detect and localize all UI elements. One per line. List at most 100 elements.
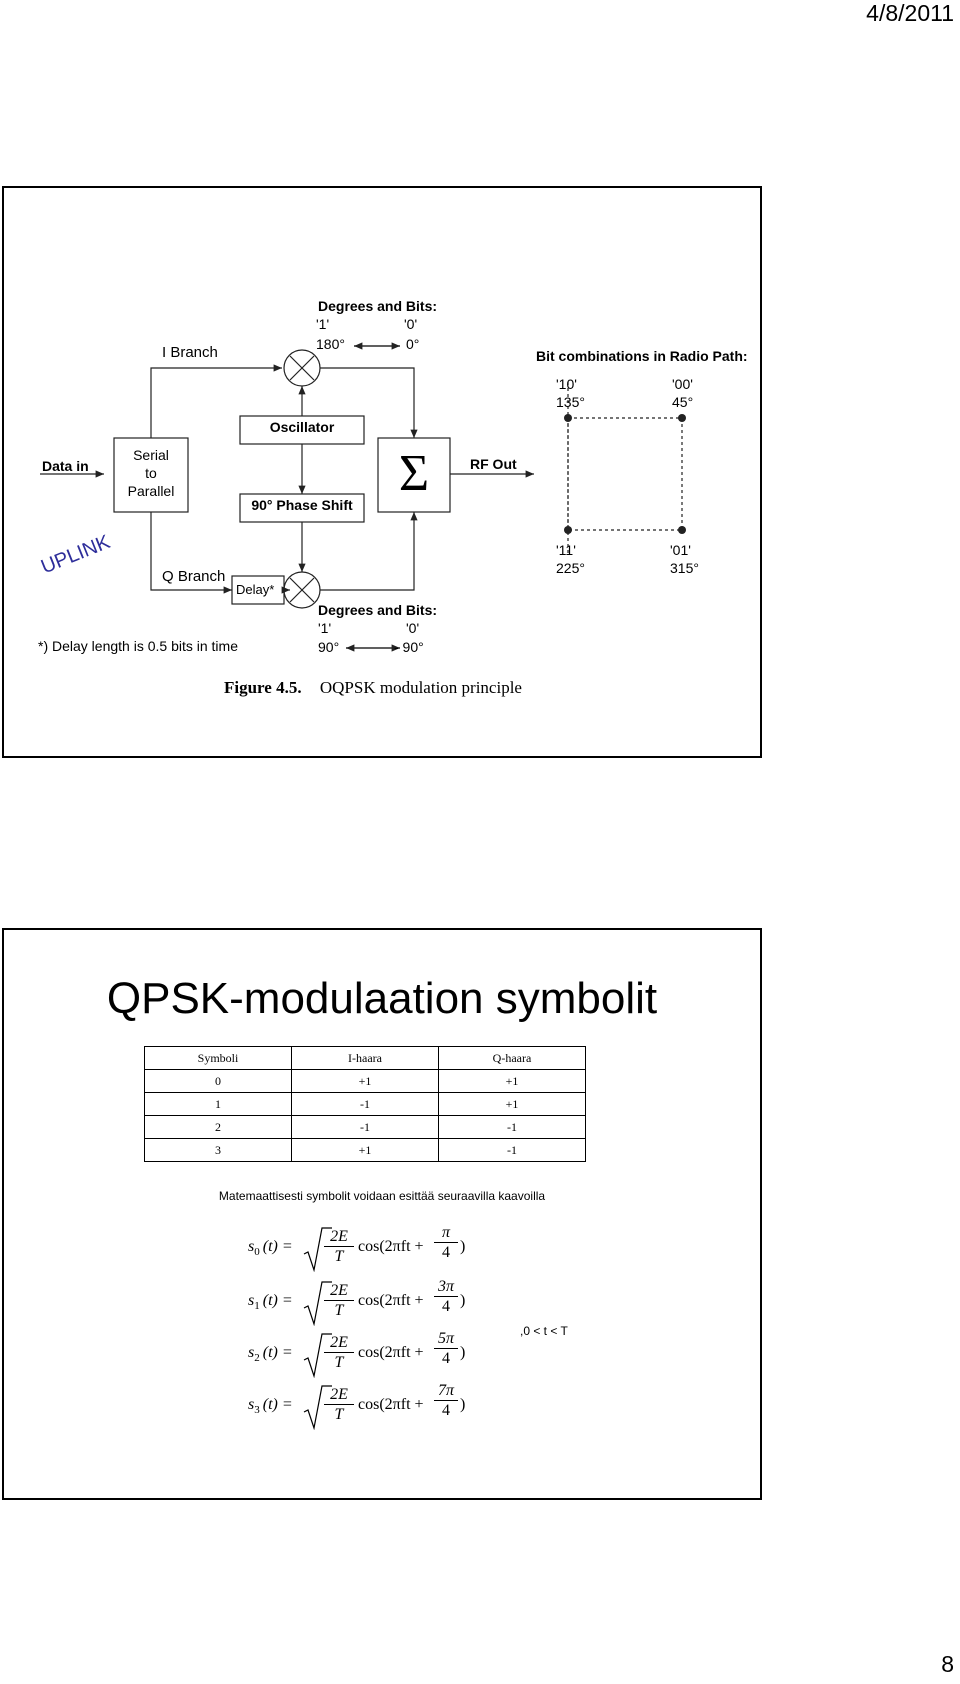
bottom-deg-minus90: - 90° (394, 639, 424, 655)
frac-denominator: T (334, 1248, 344, 1265)
c00-bits: '00' (672, 376, 693, 392)
table-row: 0 +1 +1 (144, 1069, 586, 1093)
phase-denominator: 4 (442, 1402, 450, 1419)
constellation-square (567, 417, 683, 531)
bottom-to-sum-line (320, 512, 418, 591)
phase-numerator: 7π (434, 1382, 458, 1401)
sqrt-sign (303, 1281, 332, 1326)
eq-subscript: 3 (254, 1404, 260, 1417)
eq-cos: cos(2πft + (358, 1396, 424, 1413)
symbol-table: Symboli I-haara Q-haara 0 +1 +1 1 -1 +1 … (144, 1046, 586, 1162)
delay-footnote: *) Delay length is 0.5 bits in time (38, 638, 238, 654)
sqrt-sign (303, 1385, 332, 1430)
c01-deg: 315° (670, 560, 699, 576)
time-range: ,0 < t < T (520, 1324, 568, 1338)
data-in-label: Data in (42, 458, 89, 474)
c10-bits: '10' (556, 376, 577, 392)
table-cell: +1 (438, 1092, 586, 1116)
degrees-bits-bottom-label: Degrees and Bits: (318, 602, 438, 618)
top-to-sum-line (320, 367, 418, 438)
eq-symbol: s (248, 1238, 255, 1255)
oscillator-label: Oscillator (269, 419, 335, 435)
table-row: 1 -1 +1 (144, 1092, 586, 1116)
table-row: 2 -1 -1 (144, 1115, 586, 1139)
sqrt-sign (303, 1333, 332, 1378)
c01-bits: '01' (670, 542, 691, 558)
slide-qpsk-symbols: QPSK-modulaation symbolit Symboli I-haar… (2, 928, 762, 1500)
phase-numerator: 5π (434, 1330, 458, 1349)
slide-title: QPSK-modulaation symbolit (106, 974, 658, 1023)
table-header-row: Symboli I-haara Q-haara (144, 1046, 586, 1070)
phase-denominator: 4 (442, 1350, 450, 1367)
serial-line-2: to (145, 465, 157, 481)
frac-numerator: 2E (324, 1386, 354, 1405)
c10-deg: 135° (556, 394, 585, 410)
oqpsk-block-diagram (40, 342, 686, 652)
phase-denominator: 4 (442, 1298, 450, 1315)
page-number: 8 (941, 1651, 954, 1677)
q-branch-label: Q Branch (162, 568, 226, 585)
c11-deg: 225° (556, 560, 585, 576)
sigma-symbol: Σ (398, 445, 430, 502)
eq-cos: cos(2πft + (358, 1292, 424, 1309)
top-deg-180: 180° (316, 336, 345, 352)
table-cell: 1 (144, 1092, 292, 1116)
table-row: 3 +1 -1 (144, 1138, 586, 1162)
top-deg-0: 0° (406, 336, 420, 352)
c00-deg: 45° (672, 394, 694, 410)
eq-lhs: (t) = (262, 1396, 293, 1413)
degrees-bits-top-label: Degrees and Bits: (318, 298, 438, 314)
eq-cos: cos(2πft + (358, 1344, 424, 1361)
table-cell: 3 (144, 1138, 292, 1162)
frac-denominator: T (334, 1354, 344, 1371)
slide-oqpsk-diagram: Degrees and Bits: '1' '0' 180° 0° I Bran… (2, 186, 762, 758)
table-header: Q-haara (438, 1046, 586, 1070)
serial-parallel-label: Serial to Parallel (114, 446, 188, 500)
q-branch-line (150, 512, 232, 594)
eq-subscript: 0 (254, 1246, 260, 1259)
frac-numerator: 2E (324, 1334, 354, 1353)
table-cell: -1 (438, 1115, 586, 1139)
point-01 (678, 526, 686, 534)
date-header: 4/8/2011 (866, 0, 954, 26)
rf-out-label: RF Out (470, 456, 517, 472)
table-cell: +1 (291, 1138, 439, 1162)
table-header: Symboli (144, 1046, 292, 1070)
phase-numerator: 3π (434, 1278, 458, 1297)
phase-shift-label: 90° Phase Shift (251, 497, 353, 513)
formula-caption: Matemaattisesti symbolit voidaan esittää… (218, 1189, 546, 1203)
figure-label: Figure 4.5. (224, 678, 302, 697)
eq-symbol: s (248, 1292, 255, 1309)
eq-close: ) (460, 1396, 466, 1413)
point-10 (564, 414, 572, 422)
serial-line-1: Serial (133, 447, 169, 463)
table-cell: -1 (438, 1138, 586, 1162)
summation-box (377, 437, 451, 513)
bottom-bit-1: '1' (318, 620, 332, 636)
table-cell: +1 (438, 1069, 586, 1093)
table-cell: 2 (144, 1115, 292, 1139)
point-11 (564, 526, 572, 534)
eq-cos: cos(2πft + (358, 1238, 424, 1255)
bit-combinations-title: Bit combinations in Radio Path: (536, 348, 748, 364)
frac-numerator: 2E (324, 1228, 354, 1247)
figure-caption-text: OQPSK modulation principle (319, 678, 522, 697)
eq-subscript: 2 (254, 1352, 260, 1365)
i-branch-label: I Branch (162, 344, 218, 361)
i-branch-line (150, 364, 282, 438)
eq-lhs: (t) = (262, 1292, 293, 1309)
bottom-deg-90: 90° (318, 639, 340, 655)
eq-close: ) (460, 1292, 466, 1309)
delay-label: Delay* (236, 582, 275, 597)
c11-bits: '11' (556, 542, 576, 558)
sqrt-sign (303, 1227, 332, 1272)
eq-symbol: s (248, 1344, 255, 1361)
figure-caption: Figure 4.5. OQPSK modulation principle (224, 678, 522, 698)
table-cell: +1 (291, 1069, 439, 1093)
top-bit-0: '0' (404, 316, 418, 332)
bottom-bit-0: '0' (406, 620, 420, 636)
phase-numerator: π (434, 1224, 458, 1243)
eq-lhs: (t) = (262, 1238, 293, 1255)
table-cell: -1 (291, 1115, 439, 1139)
point-00 (678, 414, 686, 422)
